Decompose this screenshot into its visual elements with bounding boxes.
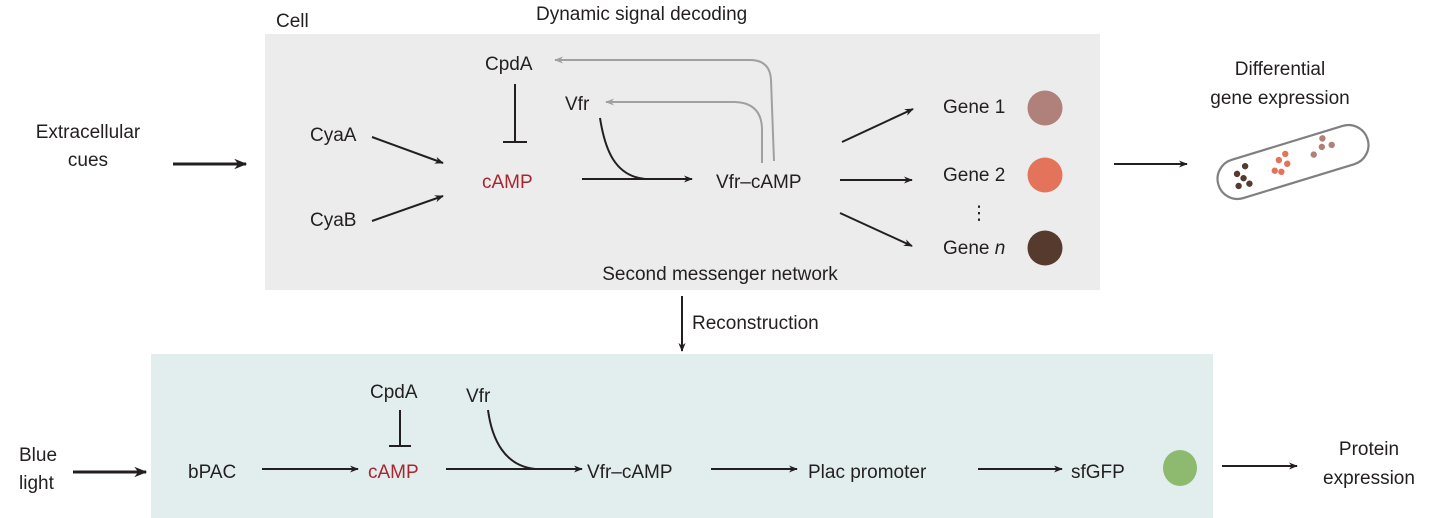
gene-2-label: Gene 2 (943, 165, 1005, 186)
input-label-line2: cues (68, 150, 108, 171)
feedback-vfrcamp-cpda (554, 56, 775, 162)
output-label-line1: Differential (1235, 59, 1325, 80)
bottom-node-camp: cAMP (368, 462, 419, 483)
bottom-input-line2: light (19, 473, 55, 494)
top-panel-title: Dynamic signal decoding (536, 4, 747, 25)
bottom-inhibition-cpda-camp (389, 410, 411, 447)
edge-cyab-camp (371, 195, 444, 222)
output-label-line2: gene expression (1210, 88, 1349, 109)
cell-label: Cell (276, 11, 309, 32)
inhibition-cpda-camp (503, 84, 527, 143)
bottom-node-bpac: bPAC (188, 462, 236, 483)
bottom-edge-vfr-binding (487, 409, 536, 470)
gene-1-label: Gene 1 (943, 97, 1005, 118)
bottom-input-line1: Blue (19, 445, 57, 466)
bottom-output-line2: expression (1323, 468, 1415, 489)
gene-n-prefix: Gene (943, 238, 995, 259)
node-camp: cAMP (482, 172, 533, 193)
node-vfr-camp: Vfr–cAMP (716, 172, 802, 193)
edge-to-genen (839, 212, 913, 247)
gene-1-dot (1027, 90, 1063, 126)
gene-n-dot (1027, 230, 1063, 266)
bacterium-icon (1216, 123, 1370, 201)
edge-cyaa-camp (371, 136, 444, 164)
node-vfr: Vfr (565, 94, 590, 115)
gene-2-dot (1027, 157, 1063, 193)
top-panel-background (265, 34, 1100, 290)
bottom-output-line1: Protein (1339, 439, 1399, 460)
feedback-vfrcamp-vfr (605, 98, 763, 163)
edge-vfr-binding (599, 117, 646, 180)
gene-n-italic: n (995, 238, 1006, 259)
bottom-node-vfr-camp: Vfr–cAMP (587, 462, 673, 483)
sfgfp-reporter-dot (1163, 450, 1197, 486)
gene-ellipsis: ⋮ (970, 203, 989, 224)
reconstruction-label: Reconstruction (692, 313, 819, 334)
input-label-line1: Extracellular (36, 122, 141, 143)
bottom-node-plac: Plac promoter (808, 462, 927, 483)
bottom-node-cpda: CpdA (370, 382, 418, 403)
edge-to-gene1 (841, 108, 914, 143)
node-cyaa: CyaA (310, 125, 357, 146)
bottom-panel-background (151, 354, 1213, 518)
top-panel-caption: Second messenger network (602, 264, 838, 285)
node-cpda: CpdA (485, 54, 533, 75)
node-cyab: CyaB (310, 210, 356, 231)
bottom-node-vfr: Vfr (466, 386, 491, 407)
bottom-node-sfgfp: sfGFP (1071, 462, 1125, 483)
gene-n-label: Gene n (943, 238, 1005, 259)
